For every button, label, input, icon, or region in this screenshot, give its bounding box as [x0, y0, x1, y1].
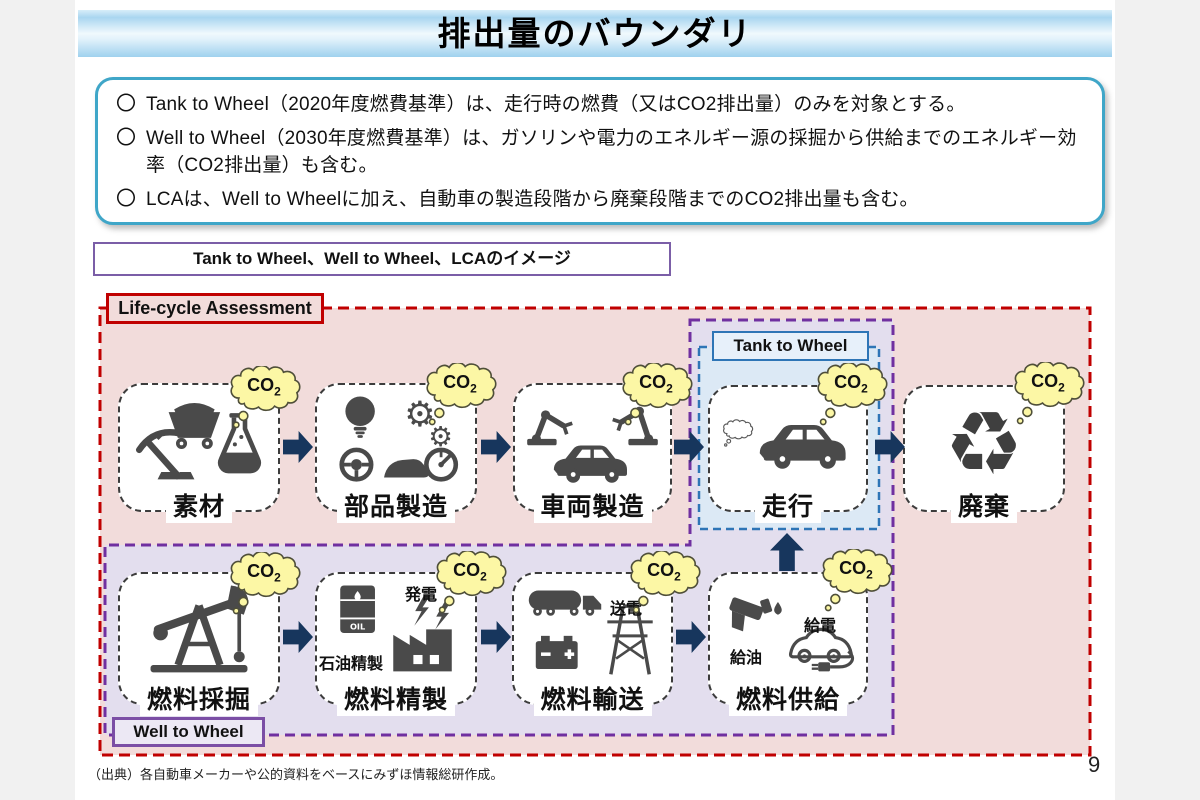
summary-item: 〇 LCAは、Well to Wheelに加え、自動車の製造段階から廃棄段階まで…	[116, 186, 1088, 213]
pickaxe-icon	[135, 429, 183, 479]
co2-cloud: CO2	[228, 364, 314, 432]
co2-cloud: CO2	[228, 550, 314, 618]
summary-text: LCAは、Well to Wheelに加え、自動車の製造段階から廃棄段階までのC…	[146, 189, 919, 210]
summary-text: Well to Wheel（2030年度燃費基準）は、ガソリンや電力のエネルギー…	[146, 128, 1077, 176]
plug-icon	[811, 662, 831, 672]
gauge-icon	[424, 447, 459, 482]
fuel-supply-icon	[716, 580, 860, 676]
light-bulb-icon	[345, 396, 375, 438]
car-icon	[553, 445, 627, 483]
lca-label: Life-cycle Assessment	[106, 293, 324, 324]
page-title: 排出量のバウンダリ	[437, 15, 753, 52]
fuel-nozzle-icon	[729, 597, 773, 632]
co2-label: CO2	[443, 372, 477, 396]
power-generation-tag: 発電	[405, 587, 438, 604]
materials-icon	[126, 391, 272, 483]
oil-refining-tag: 石油精製	[319, 656, 384, 673]
charging-tag: 給電	[804, 618, 837, 635]
summary-box: 〇 Tank to Wheel（2020年度燃費基準）は、走行時の燃費（又はCO…	[95, 77, 1105, 225]
co2-cloud: CO2	[1012, 360, 1098, 428]
summary-item: 〇 Well to Wheel（2030年度燃費基準）は、ガソリンや電力のエネル…	[116, 125, 1088, 179]
co2-cloud: CO2	[815, 361, 901, 429]
parts-icon: ⚙ ⚙	[323, 391, 469, 483]
fender-icon	[384, 459, 429, 478]
flask-icon	[217, 413, 261, 474]
recycle-icon: ♻	[944, 392, 1024, 495]
co2-cloud: CO2	[434, 549, 520, 617]
gear-icon: ⚙	[404, 395, 435, 435]
svg-text:OIL: OIL	[350, 621, 366, 631]
ore-ingots-icon	[157, 471, 195, 480]
power-transmission-tag: 送電	[610, 601, 643, 618]
stage-box-materials: 素材	[118, 383, 280, 523]
page-number: 9	[1088, 752, 1101, 777]
stage-label: 走行	[754, 487, 822, 523]
diagram-caption: Tank to Wheel、Well to Wheel、LCAのイメージ	[93, 242, 671, 276]
summary-text: Tank to Wheel（2020年度燃費基準）は、走行時の燃費（又はCO2排…	[146, 94, 966, 115]
co2-label: CO2	[639, 372, 673, 396]
stage-box-fuel-transport: 送電	[512, 572, 673, 716]
bullet-marker: 〇	[116, 127, 136, 149]
source-note: （出典）各自動車メーカーや公的資料をベースにみずほ情報総研作成。	[88, 767, 504, 782]
transport-icon	[520, 580, 665, 676]
mine-cart-icon	[168, 402, 221, 449]
co2-label: CO2	[247, 375, 281, 399]
tank-to-wheel-label: Tank to Wheel	[712, 331, 869, 361]
stage-box-fuel-refining: 石油精製 発電 OIL 燃料精製	[315, 572, 477, 716]
car-icon	[759, 424, 846, 469]
stage-box-fuel-supply: 給油 給電	[708, 572, 868, 716]
oil-barrel-icon: OIL	[340, 585, 375, 634]
stage-label: 廃棄	[950, 487, 1018, 523]
co2-label: CO2	[1031, 371, 1065, 395]
bullet-marker: 〇	[116, 93, 136, 115]
disposal-icon: ♻	[911, 392, 1057, 495]
stage-label: 燃料採掘	[139, 680, 259, 716]
co2-cloud: CO2	[628, 549, 714, 617]
stage-label: 燃料輸送	[533, 680, 652, 716]
co2-cloud: CO2	[620, 361, 706, 429]
steering-wheel-icon	[339, 447, 374, 482]
well-to-wheel-label: Well to Wheel	[112, 717, 265, 747]
co2-label: CO2	[647, 560, 681, 584]
stage-label: 素材	[165, 487, 233, 523]
co2-cloud: CO2	[820, 547, 906, 615]
stage-label: 燃料精製	[336, 680, 456, 716]
stage-label: 車両製造	[533, 487, 652, 523]
stage-label: 燃料供給	[728, 680, 848, 716]
pumpjack-icon	[126, 580, 272, 676]
stage-label: 部品製造	[336, 487, 456, 523]
factory-icon	[393, 629, 452, 672]
co2-cloud: CO2	[424, 361, 510, 429]
refining-icon: OIL	[323, 580, 469, 676]
co2-label: CO2	[453, 560, 487, 584]
ev-car-icon	[788, 627, 855, 672]
co2-label: CO2	[834, 372, 868, 396]
tanker-truck-icon	[528, 590, 602, 616]
refueling-tag: 給油	[730, 650, 763, 667]
co2-label: CO2	[839, 558, 873, 582]
lightning-icon	[414, 594, 451, 630]
co2-label: CO2	[247, 561, 281, 585]
robot-arm-icon	[527, 410, 573, 446]
bullet-marker: 〇	[116, 188, 136, 210]
summary-item: 〇 Tank to Wheel（2020年度燃費基準）は、走行時の燃費（又はCO…	[116, 91, 1088, 118]
battery-icon	[535, 635, 578, 670]
stage-box-disposal: ♻ 廃棄	[903, 385, 1065, 523]
exhaust-cloud-icon	[723, 419, 754, 447]
oil-drop-icon	[774, 601, 782, 615]
power-tower-icon	[607, 604, 653, 675]
slide-title-bar: 排出量のバウンダリ	[78, 10, 1112, 57]
